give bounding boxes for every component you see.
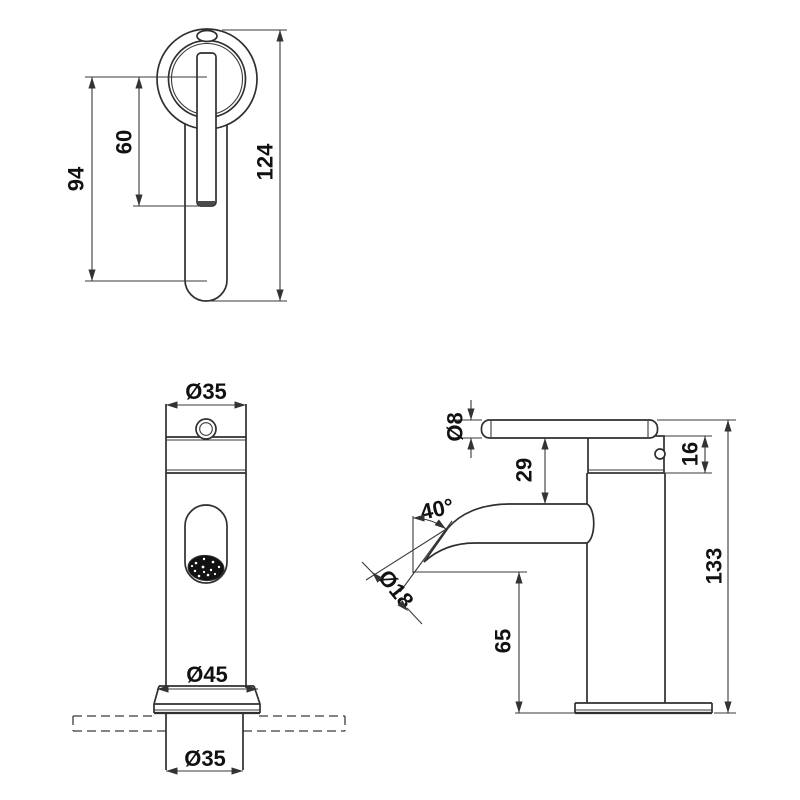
arrowhead-icon xyxy=(166,401,178,409)
set-screw xyxy=(654,448,666,460)
handle-paddle-outline xyxy=(184,124,228,302)
dim-label-94: 94 xyxy=(64,166,89,191)
lever-bar xyxy=(196,52,217,207)
pivot-notch xyxy=(196,29,218,43)
dim-label-133: 133 xyxy=(702,548,727,585)
dim-label-65: 65 xyxy=(491,629,516,653)
dimension-arrowheads xyxy=(88,30,732,775)
arrowhead-icon xyxy=(234,401,246,409)
arrowhead-icon xyxy=(701,461,709,473)
arrowhead-icon xyxy=(434,519,446,529)
top-button-inner xyxy=(199,422,213,436)
arrowhead-icon xyxy=(157,685,169,693)
dim-label-16: 16 xyxy=(678,442,703,466)
arrowhead-icon xyxy=(246,685,258,693)
arrowhead-icon xyxy=(88,77,96,89)
arrowhead-icon xyxy=(231,767,243,775)
arrowhead-icon xyxy=(467,438,475,450)
arrowhead-icon xyxy=(467,408,475,420)
front-view: Ø35 Ø45 Ø35 xyxy=(72,379,346,772)
side-view: Ø8 29 16 40° Ø18 65 133 xyxy=(361,400,736,715)
arrowhead-icon xyxy=(541,492,549,504)
arrowhead-icon xyxy=(276,30,284,42)
arrowhead-icon xyxy=(135,77,143,89)
arrowhead-icon xyxy=(724,420,732,432)
dim-label-dia45: Ø45 xyxy=(186,662,228,687)
countertop-dashed xyxy=(72,715,346,732)
top-view: 94 60 124 xyxy=(64,28,287,302)
arrowhead-icon xyxy=(135,194,143,206)
dim-label-dia35-bottom: Ø35 xyxy=(184,746,226,771)
top-button-outer xyxy=(195,418,217,440)
dim-label-60: 60 xyxy=(112,130,137,154)
arrowhead-icon xyxy=(515,701,523,713)
arrowhead-icon xyxy=(166,767,178,775)
ext-dia18 xyxy=(365,527,449,581)
arrowhead-icon xyxy=(515,572,523,584)
arrowhead-icon xyxy=(88,269,96,281)
ext-mouth-line xyxy=(399,520,453,593)
arrowhead-icon xyxy=(701,436,709,448)
spout-profile xyxy=(423,503,595,563)
arrowhead-icon xyxy=(413,514,425,522)
arrowhead-icon xyxy=(276,289,284,301)
dim-label-dia35-top: Ø35 xyxy=(185,379,227,404)
arrowhead-icon xyxy=(724,701,732,713)
dim-line-dia18-b xyxy=(406,607,423,625)
aerator xyxy=(187,554,225,582)
dim-label-29: 29 xyxy=(512,458,537,482)
cap-block xyxy=(587,435,665,474)
lever-bar-end-band xyxy=(198,201,215,205)
dim-label-dia8: Ø8 xyxy=(443,412,468,441)
arrowhead-icon xyxy=(541,438,549,450)
arrowhead-icon xyxy=(372,572,383,583)
dim-label-124: 124 xyxy=(253,143,278,180)
dim-label-dia18: Ø18 xyxy=(373,565,419,613)
arrowhead-icon xyxy=(397,600,408,611)
lever-bar-side xyxy=(480,419,659,439)
